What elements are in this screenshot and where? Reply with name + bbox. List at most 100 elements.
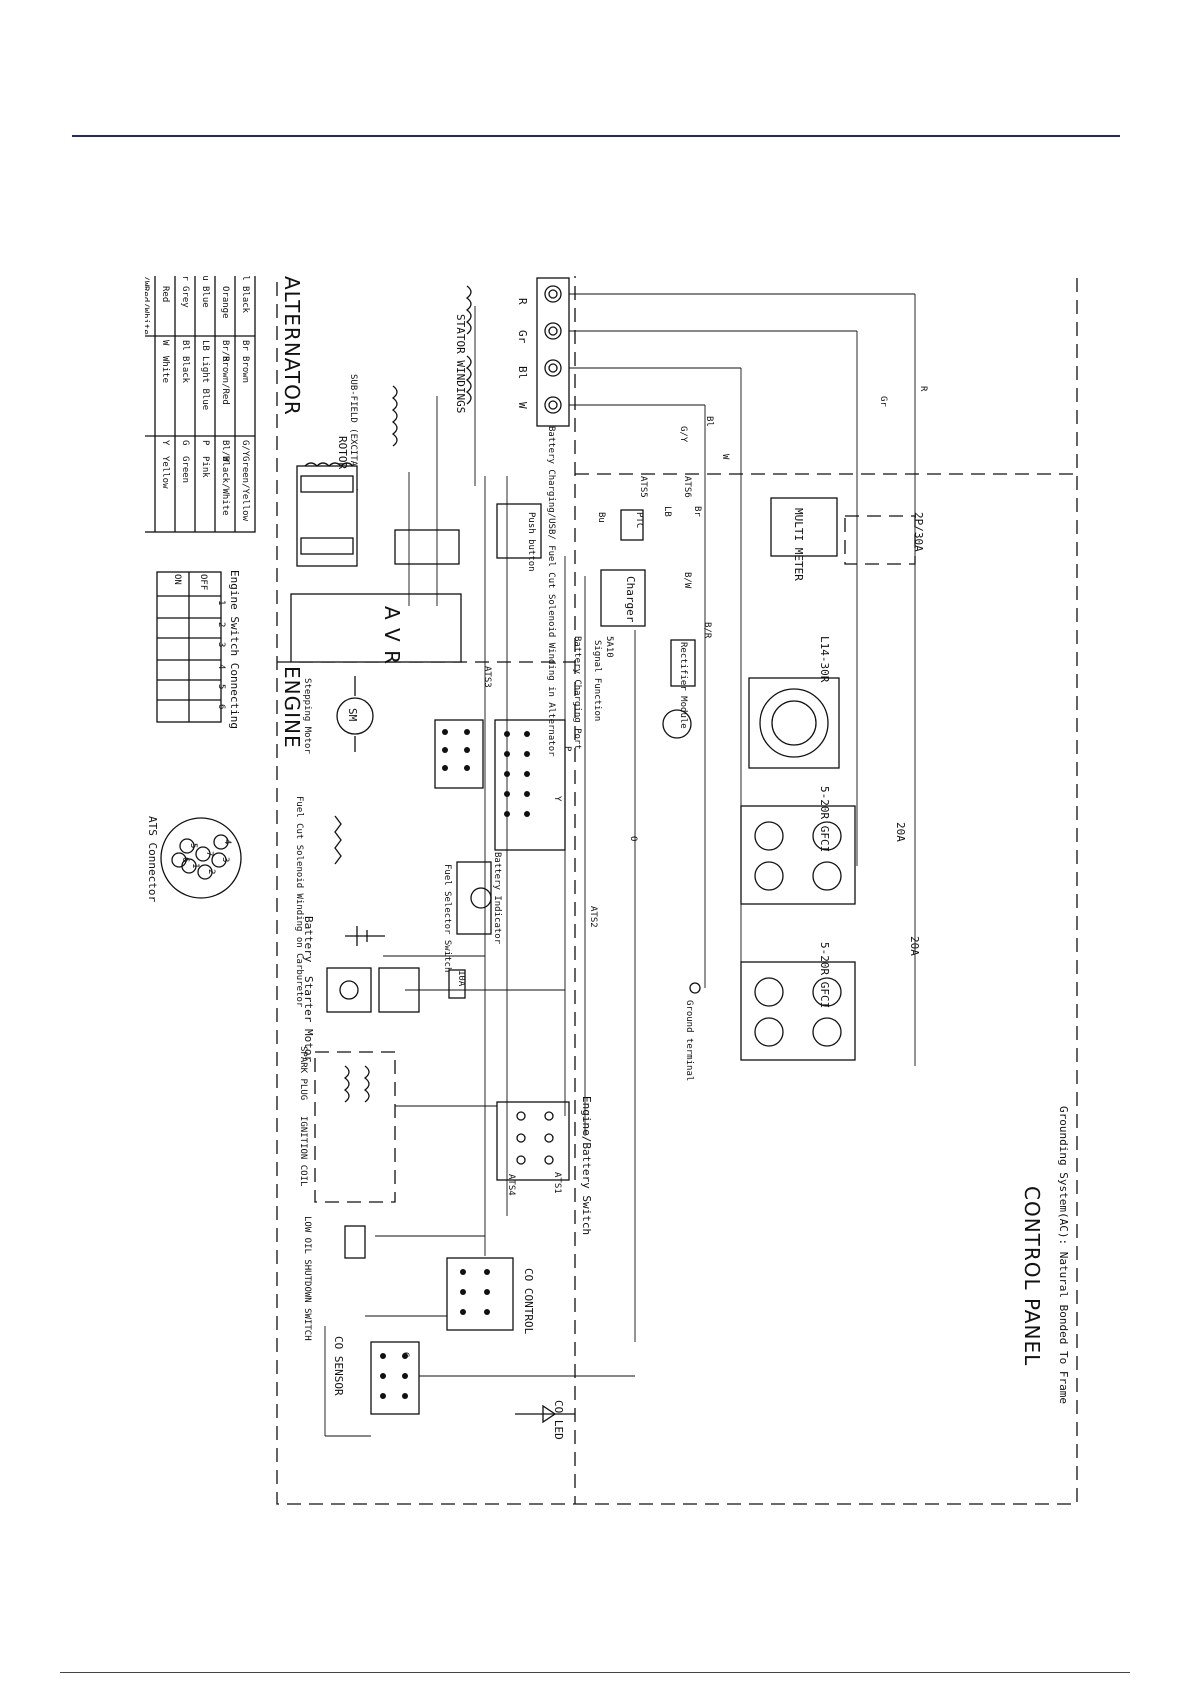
stator-label: STATOR WINDINGS <box>454 314 467 413</box>
legend-cell: Light Blue <box>200 356 210 410</box>
battery <box>345 926 385 946</box>
engine-switch-title: Engine Switch Connecting <box>228 570 241 729</box>
wire-tag: Y <box>552 796 562 802</box>
co-control-label: CO CONTROL <box>522 1268 535 1335</box>
color-legend-frame <box>145 276 256 533</box>
ats-pin <box>171 852 187 868</box>
switch-position: 1 <box>216 600 226 605</box>
grounding-note: Grounding System(AC): Natural Bonded To … <box>1057 1106 1070 1404</box>
ats-pin-label: 1 <box>190 863 200 868</box>
ats4-label: ATS4 <box>506 1174 516 1196</box>
legend-cell: Black/White <box>220 456 230 516</box>
ground-terminal <box>689 982 701 994</box>
legend-cell: W <box>160 340 170 346</box>
rectifier <box>670 639 696 687</box>
ats-pin-label: 2 <box>206 869 216 874</box>
legend-cell: Brown <box>240 356 250 383</box>
legend-cell: Yellow <box>160 456 170 489</box>
legend-cell: Bl <box>180 340 190 351</box>
avr-module <box>290 529 462 663</box>
spark-plug-label: SPARK PLUG <box>298 1046 308 1100</box>
legend-cell: Red <box>160 286 170 302</box>
diagram-canvas: BlBlackBrBrownG/YGreen/YellowOOrangeBr/R… <box>145 276 1078 1505</box>
gfci1-label: 5-20R GFCI <box>818 786 831 852</box>
ptc <box>620 509 644 541</box>
stator-terminal-block <box>536 277 570 427</box>
gfci-receptacle-2 <box>740 961 856 1061</box>
ats-pin-label: 5 <box>188 843 198 848</box>
signal-coil <box>662 709 692 739</box>
breaker-20a-2-label: 20A <box>908 936 921 956</box>
ats-pin <box>179 838 195 854</box>
rectifier-label: Rectifier Module <box>678 642 688 729</box>
legend-cell: Brown/Red <box>220 356 230 405</box>
section-engine: ENGINE <box>280 666 304 749</box>
engine-switch-table <box>156 571 222 723</box>
engine-battery-switch-label: Engine/Battery Switch <box>580 1096 593 1235</box>
battery-charging-note: Battery Charging/USB/ Fuel Cut Solenoid … <box>546 426 556 757</box>
wire-tag: W <box>720 454 730 460</box>
ignition-coil-label: IGNITION COIL <box>298 1116 308 1186</box>
main-breaker <box>844 515 916 565</box>
push-button <box>496 503 542 559</box>
legend-cell: Green <box>180 456 190 483</box>
gfci2-label: 5-20R GFCI <box>818 942 831 1008</box>
subfield-coil <box>391 385 398 447</box>
legend-cell: Grey <box>180 286 190 308</box>
switch-position: 5 <box>216 684 226 689</box>
fuse-10a <box>448 969 466 999</box>
fuel-cut-label: Fuel Cut Solenoid Winding on Carburetor <box>294 796 304 1008</box>
wire-tag: R <box>918 386 928 392</box>
legend-cell: R/W <box>145 276 150 287</box>
push-button-label: Push button <box>526 512 536 572</box>
legend-cell: Black <box>180 356 190 384</box>
wire-tag: LB <box>662 506 672 517</box>
l14-30r-receptacle <box>748 677 840 769</box>
wire-tag: Br <box>692 506 702 517</box>
rotor-label: ROTOR <box>336 436 349 469</box>
wire-tag: P <box>562 746 572 752</box>
engine-battery-switch <box>496 1101 570 1181</box>
legend-cell: Green/Yellow <box>240 456 250 522</box>
legend-cell: Gr <box>180 276 190 281</box>
legend-cell: White <box>160 356 170 383</box>
switch-position: 6 <box>216 704 226 709</box>
legend-cell: G/Y <box>240 440 250 457</box>
ats2-label: ATS2 <box>588 906 598 928</box>
low-oil-label: LOW OIL SHUTDOWN SWITCH <box>302 1216 312 1341</box>
wire-tag: G <box>400 1352 410 1357</box>
co-sensor-label: CO SENSOR <box>332 1336 345 1396</box>
svg-text:Gr: Gr <box>516 330 529 344</box>
legend-cell: Bl <box>240 276 250 281</box>
multimeter <box>770 497 838 557</box>
ats-pin-label: 4 <box>222 839 232 844</box>
switch-position: 4 <box>216 664 226 669</box>
legend-cell: Black <box>240 286 250 314</box>
signal-function-label: Signal Function <box>592 640 602 721</box>
wire-tag: Gr <box>878 396 888 407</box>
switch-state: ON <box>172 574 182 585</box>
legend-cell: Br/R <box>220 340 230 362</box>
ats-connector-label: ATS Connector <box>146 816 159 902</box>
ats-pin-label: 6 <box>180 857 190 862</box>
ats1-label: ATS1 <box>552 1172 562 1194</box>
fuel-selector <box>456 861 492 935</box>
ats-pin-label: 7 <box>204 851 214 856</box>
legend-cell: Bu <box>200 276 210 281</box>
battery-indicator-label: Battery Indicator <box>492 852 502 945</box>
legend-cell: Br <box>240 340 250 351</box>
co-sensor <box>370 1341 420 1415</box>
ats-pin <box>195 846 211 862</box>
svg-text:W: W <box>516 402 529 409</box>
ats6-label: ATS6 <box>682 476 692 498</box>
co-led-label: CO LED <box>552 1400 565 1440</box>
main-breaker-label: 2P/30A <box>912 512 925 552</box>
legend-cell: G <box>180 440 190 445</box>
legend-cell: LB <box>200 340 210 351</box>
wire-tag: G/Y <box>678 426 688 443</box>
rotor <box>296 462 358 567</box>
fuel-selector-label: Fuel Selector Switch <box>442 864 452 972</box>
legend-cell: Red/White <box>145 286 150 335</box>
subfield-label: SUB-FIELD (EXCITATION) WINDING <box>348 374 358 537</box>
ptc-label: PTC <box>634 512 644 528</box>
